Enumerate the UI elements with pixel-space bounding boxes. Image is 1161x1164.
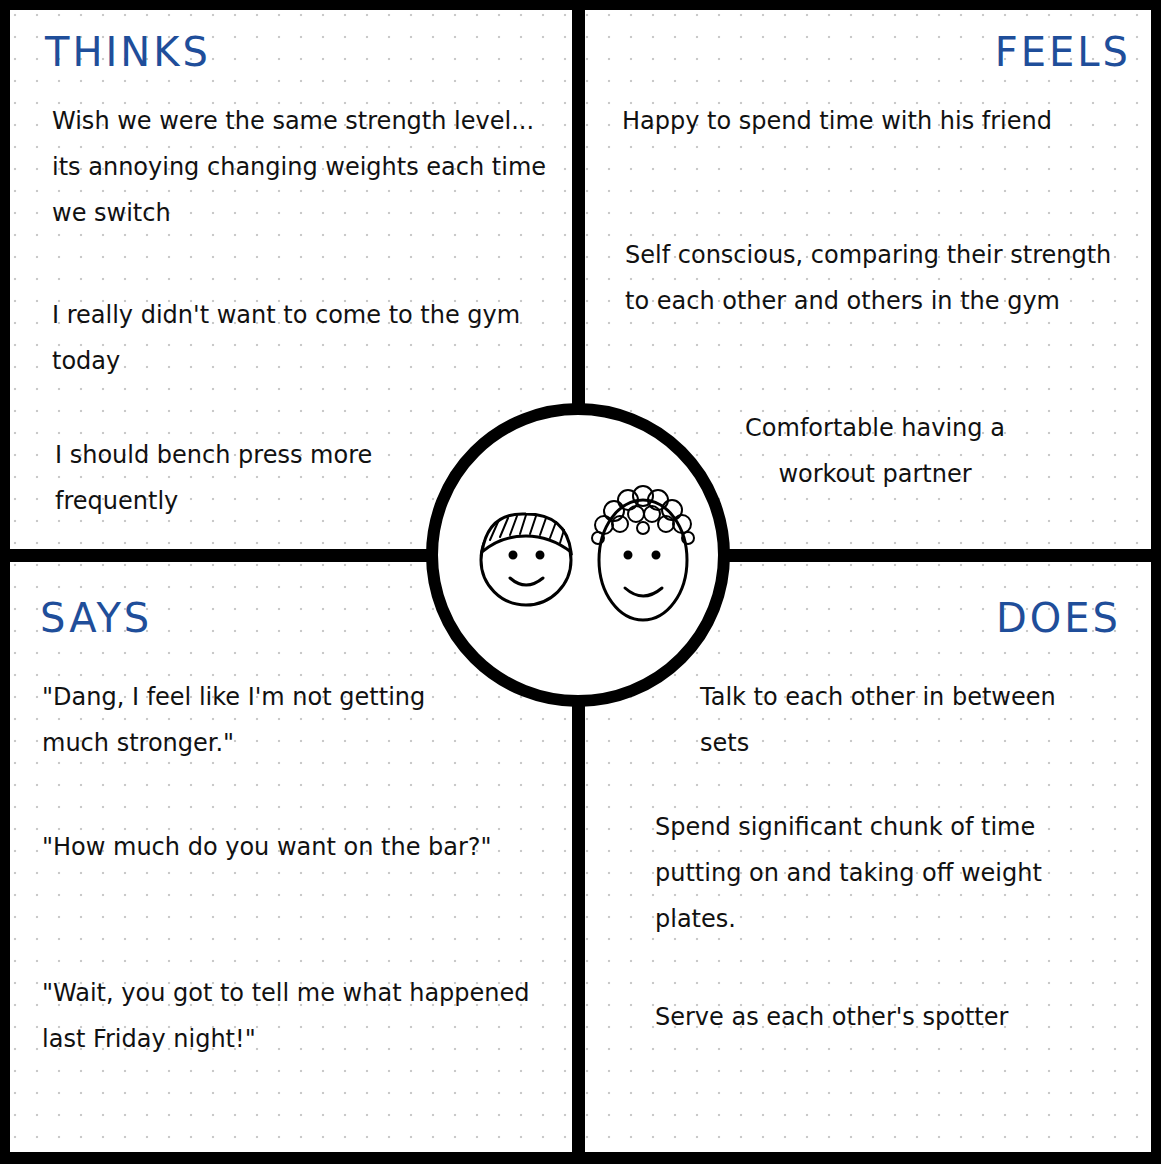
smile [510,578,543,585]
border [0,0,10,1164]
eye [537,552,543,558]
note-text: Wish we were the same strength level... … [52,98,552,236]
quadrant-heading: THINKS [45,28,211,76]
eye [510,552,516,558]
note-text: I really didn't want to come to the gym … [52,292,532,384]
quadrant-heading: SAYS [40,594,152,642]
quadrant-heading: FEELS [995,28,1131,76]
note-text: Happy to spend time with his friend [622,98,1062,144]
eye [625,552,631,558]
eye [653,552,659,558]
quadrant-box: SAYS "Dang, I feel like I'm not getting m… [10,562,572,1152]
note-text: "How much do you want on the bar?" [42,824,532,870]
faces-illustration [481,486,694,620]
face [599,500,687,620]
hair-hatch [490,515,564,543]
note-text: Talk to each other in between sets [700,674,1080,766]
quadrant-box: DOES Talk to each other in between setsSp… [585,562,1151,1152]
note-text: I should bench press more frequently [55,432,415,524]
border [1151,0,1161,1164]
curly-hair [592,486,694,544]
quadrant-heading: DOES [996,594,1121,642]
center-circle [432,409,724,701]
quadrant-box: FEELS Happy to spend time with his friend… [585,10,1151,549]
hair [482,514,571,552]
note-text: Serve as each other's spotter [655,994,1115,1040]
note-text: Self conscious, comparing their strength… [625,232,1125,324]
note-text: Comfortable having a workout partner [710,405,1040,497]
quadrant-box: THINKS Wish we were the same strength lev… [10,10,572,549]
note-text: Spend significant chunk of time putting … [655,804,1115,942]
note-text: "Wait, you got to tell me what happened … [42,970,532,1062]
note-text: "Dang, I feel like I'm not getting much … [42,674,462,766]
smile [625,588,662,596]
